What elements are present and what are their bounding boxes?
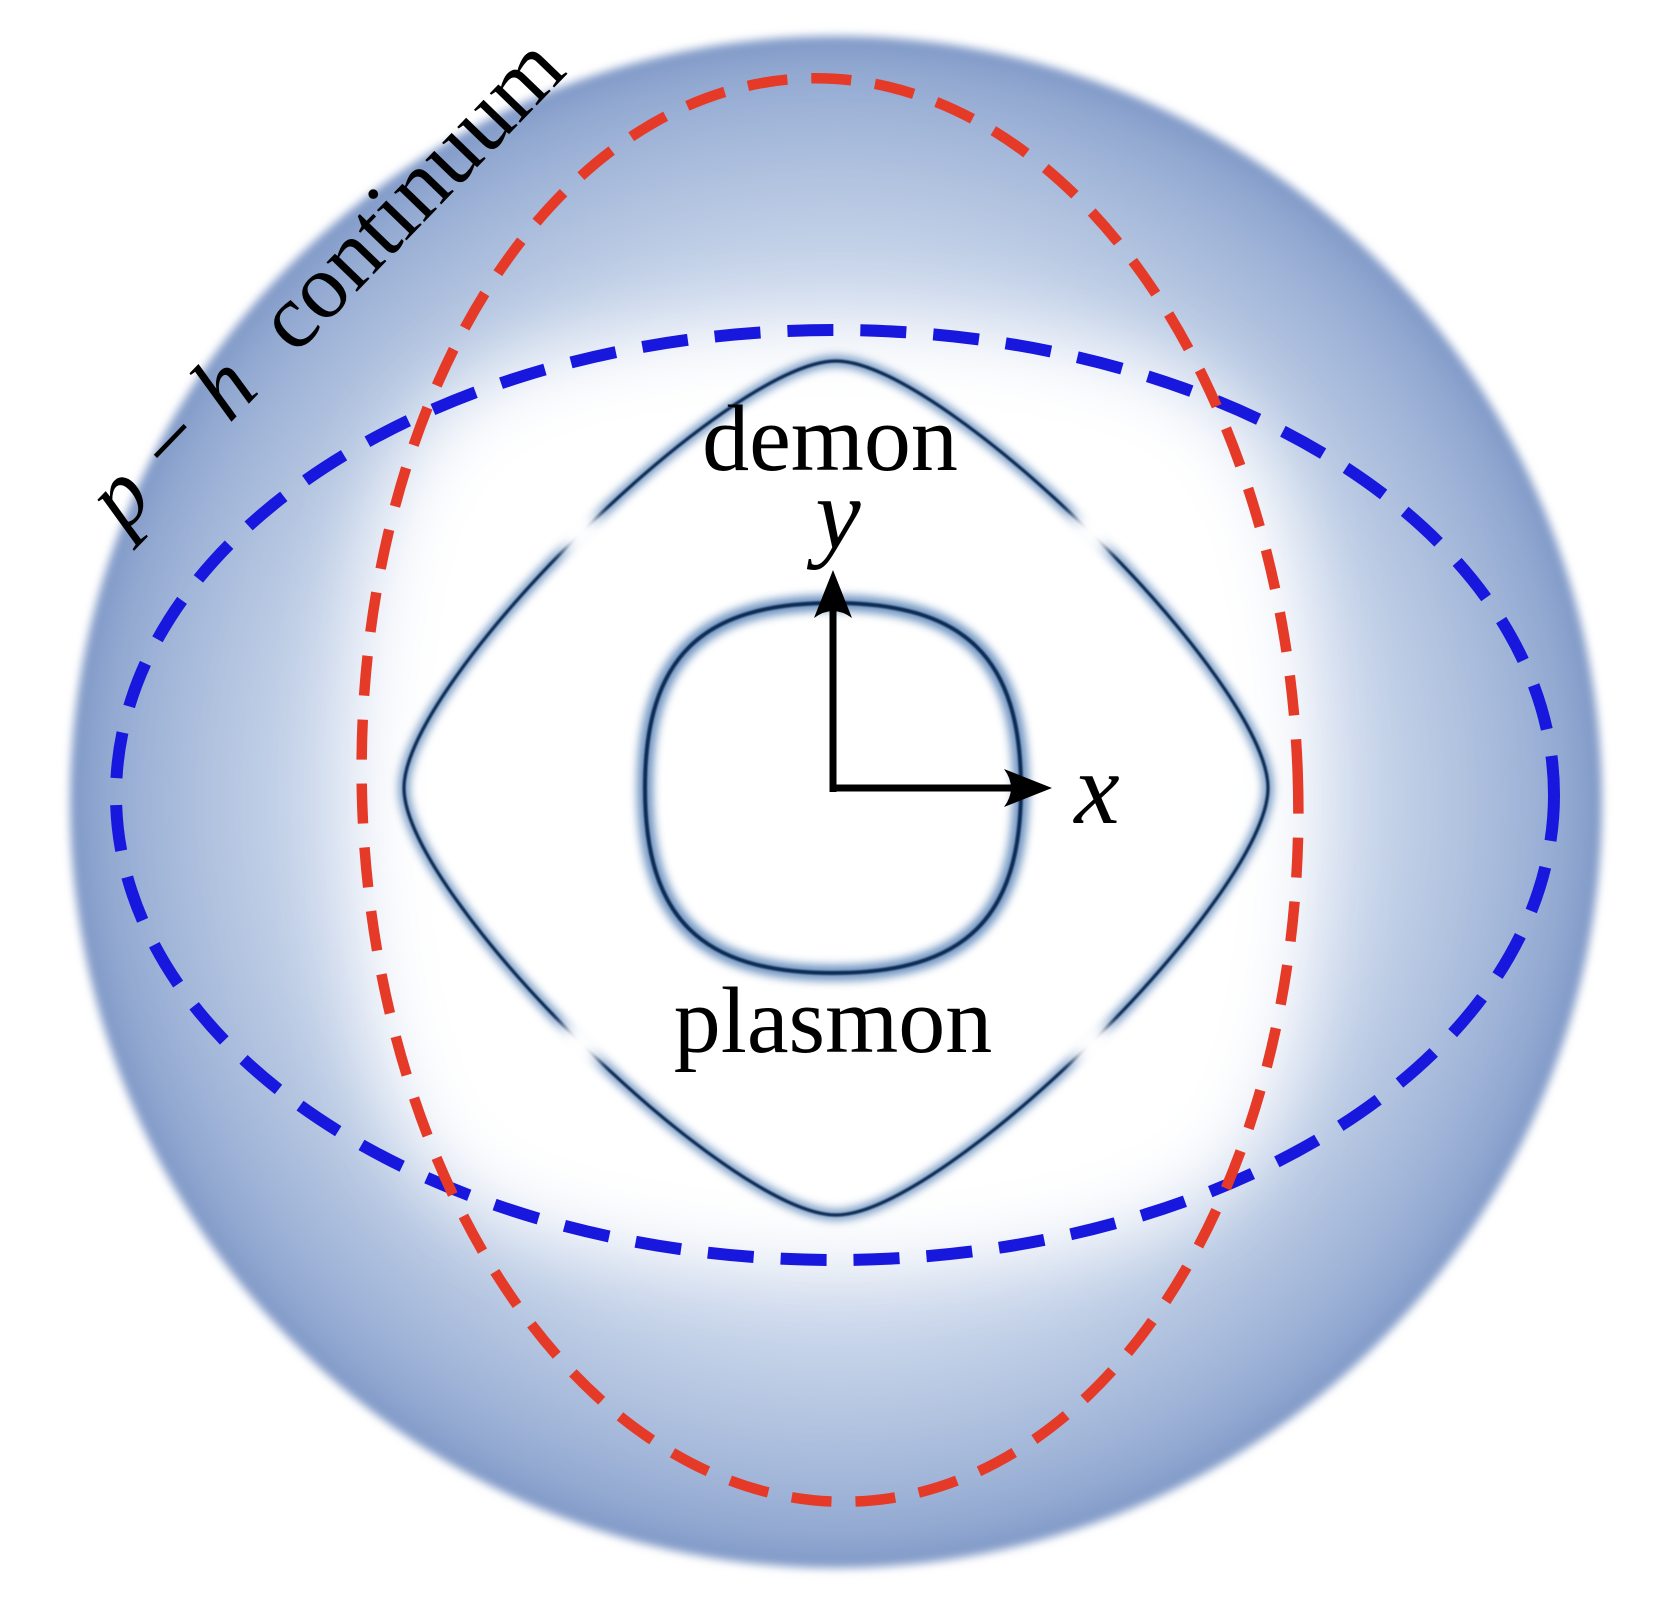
x-axis-arrowhead-icon [1004,769,1052,807]
axes [814,570,1052,807]
demon-gap-sw [554,1020,604,1070]
blue-dashed-ellipse [110,324,1560,1266]
demon-diagonal-gaps [554,506,1118,1070]
demon-gap-se [1068,1020,1118,1070]
demon-curve-core [402,359,1270,1217]
demon-label: demon [702,387,958,491]
y-axis-arrowhead-icon [814,570,852,618]
red-dashed-ellipse [356,72,1304,1508]
plasmon-curve [636,594,1030,982]
demon-curve [398,355,1274,1221]
plasmon-curve-core [642,600,1024,976]
demon-gap-ne [1068,506,1118,556]
plasmon-label: plasmon [674,969,993,1073]
continuum-inner-clearing [362,335,1308,1255]
x-axis-label: x [1072,733,1119,846]
y-axis-label: y [806,458,861,571]
demon-gap-nw [554,506,604,556]
